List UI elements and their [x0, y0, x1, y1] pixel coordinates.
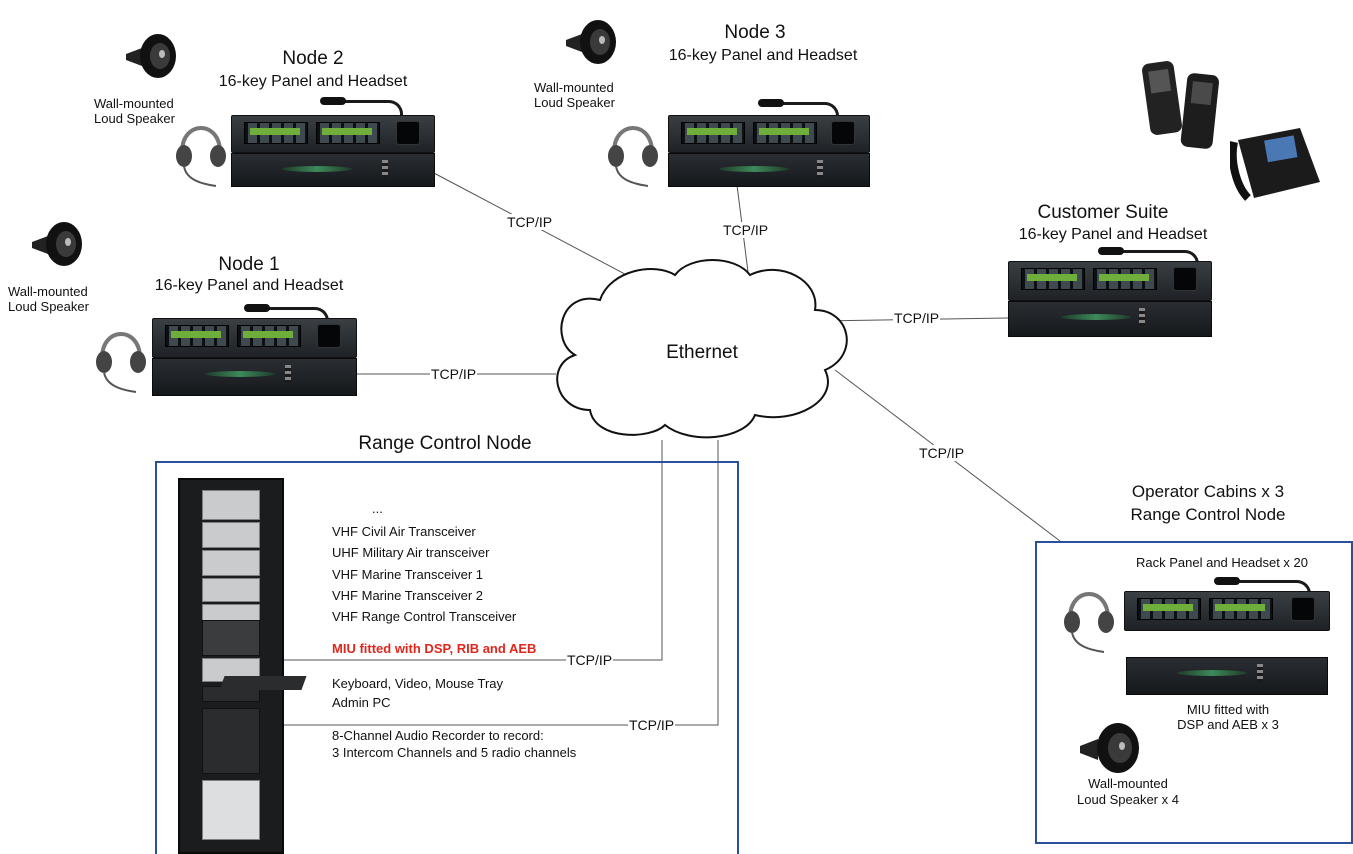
operator-miu-label-2: DSP and AEB x 3 [1177, 717, 1279, 732]
node2-keypanel [231, 115, 435, 153]
node1-miu [152, 358, 357, 396]
equipment-rack [178, 478, 284, 854]
tcpip-node3-label: TCP/IP [722, 222, 770, 238]
node3-subtitle: 16-key Panel and Headset [668, 47, 858, 64]
headset-icon [176, 126, 226, 187]
gooseneck-mic [1118, 250, 1199, 271]
node1-speaker-label-1: Wall-mounted [8, 284, 88, 299]
line-miu [282, 440, 663, 661]
gooseneck-mic [778, 102, 839, 123]
gooseneck-mic [264, 307, 329, 328]
operator-miu [1126, 657, 1328, 695]
node2-speaker-label-2: Loud Speaker [94, 111, 175, 126]
node3-keypanel [668, 115, 870, 153]
node1-title: Node 1 [218, 254, 280, 275]
line-recorder [282, 440, 719, 726]
mic-head [1098, 247, 1124, 255]
loudspeaker-icon [32, 222, 82, 266]
loudspeaker-icon [566, 20, 616, 64]
kvm-tray [219, 676, 307, 690]
ethernet-label: Ethernet [666, 342, 738, 363]
node1-keypanel [152, 318, 357, 358]
node3-speaker-label-2: Loud Speaker [534, 95, 615, 110]
miu-highlight-label: MIU fitted with DSP, RIB and AEB [332, 641, 537, 656]
tcpip-node2-label: TCP/IP [506, 214, 554, 230]
mobile-phone-icon [1142, 61, 1219, 149]
tcpip-customer-label: TCP/IP [893, 310, 941, 326]
node3-title: Node 3 [724, 22, 786, 43]
headset-icon [96, 332, 146, 393]
headset-icon [1064, 592, 1114, 653]
mic-head [758, 99, 784, 107]
node2-title: Node 2 [282, 48, 344, 69]
node2-miu [231, 153, 435, 187]
node1-subtitle: 16-key Panel and Headset [154, 277, 344, 294]
operator-cabins-title-1: Operator Cabins x 3 [1131, 482, 1285, 501]
mic-head [244, 304, 270, 312]
range-item: VHF Marine Transceiver 2 [332, 588, 483, 603]
range-control-title: Range Control Node [358, 433, 532, 454]
tcpip-miu-label: TCP/IP [566, 652, 614, 668]
kvm-label: Keyboard, Video, Mouse Tray [332, 676, 504, 691]
headset-icon [608, 126, 658, 187]
recorder-label-2: 3 Intercom Channels and 5 radio channels [332, 745, 577, 760]
operator-cabins-title-2: Range Control Node [1130, 505, 1286, 524]
node1-speaker-label-2: Loud Speaker [8, 299, 89, 314]
gooseneck-mic [340, 100, 403, 123]
mic-head [1214, 577, 1240, 585]
range-item: VHF Civil Air Transceiver [332, 524, 476, 539]
mic-head [320, 97, 346, 105]
tcpip-recorder-label: TCP/IP [628, 717, 676, 733]
operator-keypanel [1124, 591, 1330, 631]
range-item: VHF Range Control Transceiver [332, 609, 517, 624]
node3-miu [668, 153, 870, 187]
tcpip-operator-label: TCP/IP [918, 445, 966, 461]
admin-pc-label: Admin PC [332, 695, 391, 710]
loudspeaker-icon [1080, 723, 1139, 773]
range-control-box [155, 461, 739, 854]
loudspeaker-icon [126, 34, 176, 78]
recorder-label-1: 8-Channel Audio Recorder to record: [332, 728, 544, 743]
node2-speaker-label-1: Wall-mounted [94, 96, 174, 111]
tcpip-node1-label: TCP/IP [430, 366, 478, 382]
operator-speaker-label-2: Loud Speaker x 4 [1077, 792, 1179, 807]
node2-subtitle: 16-key Panel and Headset [218, 73, 408, 90]
desk-phone-icon [1230, 128, 1320, 201]
range-item: UHF Military Air transceiver [332, 545, 490, 560]
range-item: ... [372, 501, 383, 516]
customer-keypanel [1008, 261, 1212, 301]
operator-speaker-label-1: Wall-mounted [1088, 776, 1168, 791]
ethernet-cloud [556, 259, 848, 439]
operator-cabins-box [1035, 541, 1353, 844]
range-item: VHF Marine Transceiver 1 [332, 567, 483, 582]
rack-panel-label: Rack Panel and Headset x 20 [1136, 555, 1308, 570]
customer-miu [1008, 301, 1212, 337]
operator-miu-label-1: MIU fitted with [1186, 702, 1270, 717]
gooseneck-mic [1236, 580, 1311, 599]
node3-speaker-label-1: Wall-mounted [534, 80, 614, 95]
customer-suite-subtitle: 16-key Panel and Headset [1018, 226, 1208, 243]
customer-suite-title: Customer Suite [1037, 202, 1169, 223]
